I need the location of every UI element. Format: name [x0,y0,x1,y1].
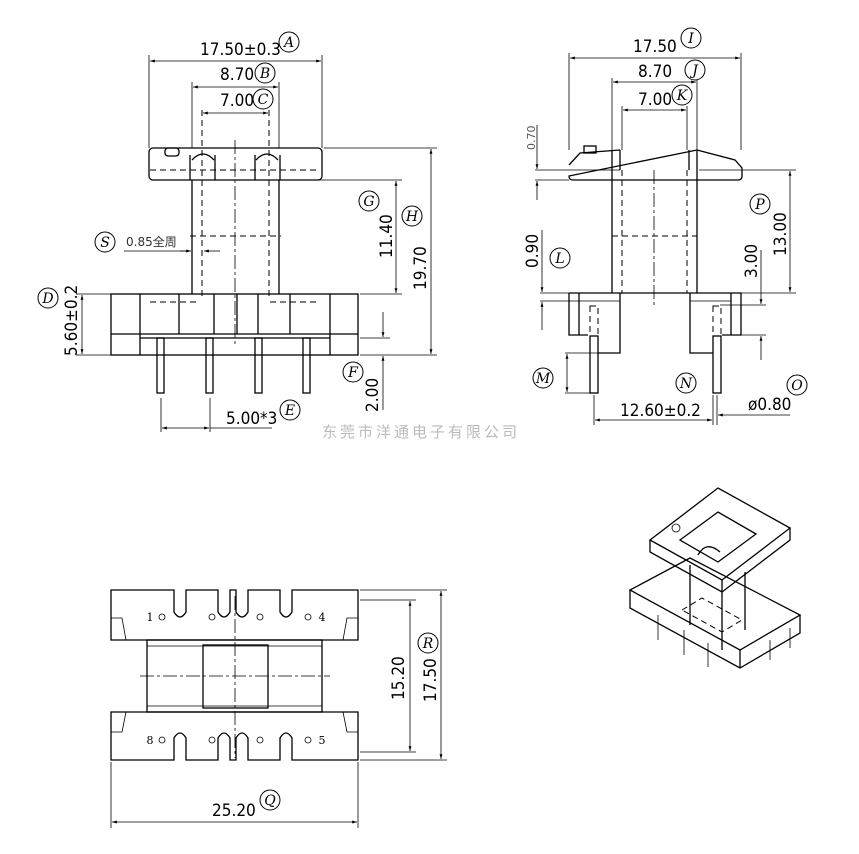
label-l: L [554,251,564,267]
dim-d: 5.60±0.2 [62,285,82,356]
bottom-view: 1 4 8 5 15.20 17.50 R 25.20 Q [110,589,447,828]
dim-k: 7.00 [638,90,672,110]
dim-e: 5.00*3 [226,409,277,429]
dim-j: 8.70 [638,62,672,82]
dim-q: 25.20 [212,801,256,821]
dim-r: 17.50 [421,658,441,702]
pin-number-8: 8 [147,734,154,747]
dim-b: 8.70 [220,65,254,85]
dim-g: 11.40 [377,214,397,258]
label-m: M [535,371,551,387]
label-a: A [282,35,294,51]
label-i: I [687,31,694,47]
label-r: R [422,636,434,652]
pin-number-1: 1 [147,611,154,624]
side-view: 17.50 I 8.70 J 7.00 K 0.70 0.90 L M 13.0… [523,27,808,425]
dim-15-20: 15.20 [389,656,409,700]
label-q: Q [264,793,276,809]
dim-i: 17.50 [633,37,677,57]
company-watermark: 东莞市洋通电子有限公司 [322,423,520,441]
dim-l: 0.90 [523,234,543,268]
dim-n: 12.60±0.2 [620,401,701,421]
pin-number-4: 4 [319,611,326,624]
label-o: O [791,378,803,394]
dim-0-70: 0.70 [525,126,538,151]
pin-number-5: 5 [319,734,326,747]
dim-s: 0.85全周 [126,234,177,249]
label-j: J [689,63,699,79]
dim-3-00: 3.00 [742,244,762,278]
label-p: P [754,197,765,213]
label-s: S [100,235,110,251]
dim-o: ø0.80 [748,395,791,415]
label-n: N [679,376,693,392]
dim-a: 17.50±0.3 [200,40,281,60]
front-view: 17.50±0.3 A 8.70 B 7.00 C 11.40 G 19.70 … [37,31,437,432]
dim-p: 13.00 [771,212,791,256]
label-h: H [405,209,419,225]
dim-h: 19.70 [411,246,431,290]
dim-f: 2.00 [363,378,383,412]
label-c: C [258,92,269,108]
label-f: F [347,365,359,381]
label-k: K [676,88,689,104]
dim-c: 7.00 [220,91,254,111]
label-b: B [259,66,270,82]
label-e: E [284,403,295,419]
isometric-view [628,487,802,669]
label-d: D [41,291,53,307]
label-g: G [363,194,374,210]
